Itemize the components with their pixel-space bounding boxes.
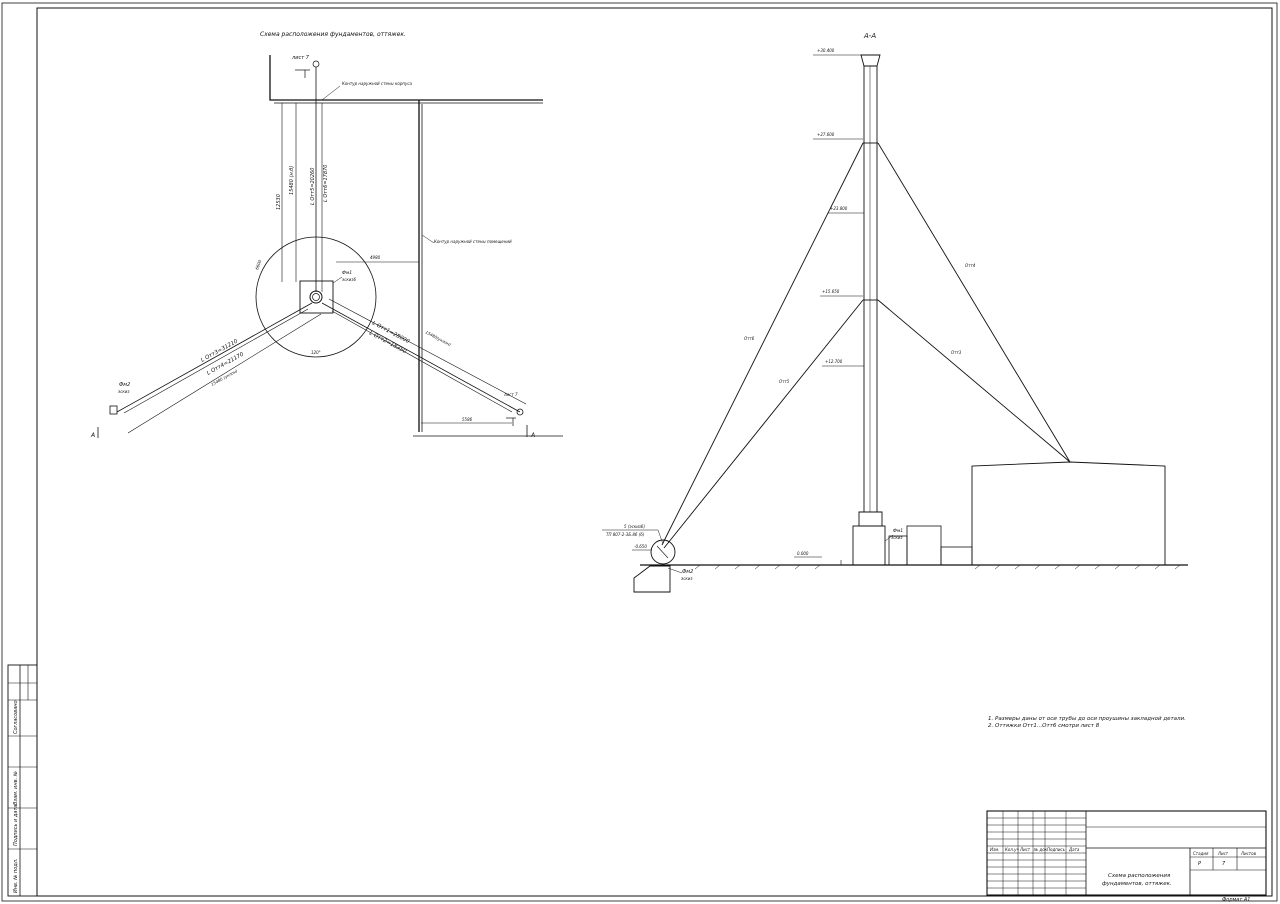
dim-vertical-1: 12530	[276, 194, 282, 210]
cable-label-left-mid: Отт5	[779, 379, 790, 384]
cable-6-length: L Отт6=17870	[323, 165, 329, 202]
format-label: Формат А1	[1222, 897, 1250, 903]
stage-header: Стадия	[1193, 851, 1209, 856]
main-building	[971, 461, 1166, 565]
dim-right-diag: 15480(уклон)	[425, 329, 453, 347]
side-stamp: Согласовано Взам. инв. № Подпись и дата …	[7, 664, 38, 897]
sheet-ref-right: лист 7	[503, 392, 518, 397]
annex-box-small	[888, 535, 908, 566]
fm1-section-label: Фм1	[893, 528, 903, 534]
guy-cable-top-left	[661, 142, 864, 546]
guy-cable-mid-right	[877, 299, 1071, 463]
anchor-detail-circle	[650, 539, 676, 565]
annex-connector	[940, 546, 973, 566]
anchor-block	[633, 565, 671, 593]
side-inv-zam: Взам. инв. №	[13, 771, 19, 805]
mark-ground: 0.000	[797, 551, 809, 556]
annex-box	[906, 525, 942, 566]
anchor-note-1: 5 (эскиз6)	[624, 524, 645, 529]
anchor-right	[516, 408, 524, 416]
anchor-left	[109, 405, 118, 415]
col-ndok: № док	[1033, 847, 1048, 852]
mark-27600: +27.600	[817, 132, 835, 137]
ground-hatch	[694, 564, 1181, 570]
elevation-marks: +30.400 +27.600 +23.800 +15.650 +12.700 …	[794, 48, 864, 558]
chimney-shaft	[863, 66, 878, 512]
section-view: А-А +30.400 +27.600	[602, 32, 1188, 593]
dim-radius: 6600	[254, 259, 262, 271]
sheet-header: Лист	[1217, 851, 1229, 856]
guy-cable-top-right	[877, 142, 1071, 463]
title-block: Изм. Кол.уч Лист № док Подпись Дата Стад…	[986, 810, 1267, 903]
col-izm: Изм.	[990, 847, 999, 852]
fm2-left-sub: эскиз	[118, 389, 130, 394]
plan-title: Схема расположения фундаментов, оттяжек.	[260, 31, 406, 38]
col-list: Лист	[1019, 847, 1031, 852]
chimney-base	[858, 511, 883, 527]
mark-23800: +23.800	[830, 206, 848, 211]
anchor-note-2: ТП 807-2-3Б.86 (6)	[606, 532, 645, 537]
cable-label-right-mid: Отт3	[951, 350, 962, 355]
chimney-plan	[309, 290, 323, 304]
dim-bottom: 5586	[462, 417, 473, 422]
cable-left-1	[116, 302, 313, 413]
col-sign: Подпись	[1047, 847, 1066, 852]
stage-value: Р	[1198, 861, 1201, 867]
chimney-top-cone	[860, 54, 881, 67]
mark-12700: +12.700	[825, 359, 843, 364]
sheets-header: Листов	[1240, 851, 1257, 856]
wall-right-label: Контур наружной стены помещений	[434, 239, 512, 244]
col-date: Дата	[1068, 847, 1080, 852]
cable-right-1	[321, 302, 521, 413]
dim-offset: 4980	[370, 255, 381, 260]
fm2-section-sub: эскиз	[681, 576, 693, 581]
wall-top-label: Контур наружной стены корпуса	[342, 81, 413, 86]
section-title: А-А	[863, 32, 876, 40]
side-inv-podl: Инв. № подл.	[13, 859, 19, 894]
top-wall	[269, 55, 543, 101]
mark-30400: +30.400	[817, 48, 835, 53]
fm1-section-sub: эскиз	[891, 535, 903, 540]
inner-frame	[36, 7, 1273, 897]
guy-cable-mid-left	[663, 299, 864, 549]
side-agreed: Согласовано	[13, 700, 19, 734]
dim-vertical-2: 15480 (н.б)	[289, 166, 295, 195]
plan-view: Схема расположения фундаментов, оттяжек.…	[90, 31, 563, 439]
fm2-section-label: Фм2	[682, 569, 693, 575]
sheet-ref: лист 7	[291, 55, 310, 61]
cable-label-left-top: Отт6	[744, 336, 755, 341]
sheet-value: 7	[1222, 861, 1226, 867]
chimney-foundation	[852, 525, 886, 566]
cable-5-length: L Отт5=20260	[310, 168, 316, 205]
col-kol: Кол.уч	[1005, 847, 1019, 852]
section-mark-right: А	[530, 432, 535, 439]
drawing-title-1: Схема расположения	[1108, 873, 1171, 879]
side-sign-date: Подпись и дата	[13, 805, 19, 846]
foundation-fm1	[299, 280, 334, 314]
foundation-label: Фм1	[342, 270, 352, 276]
fm2-left-label: Фм2	[119, 382, 130, 388]
section-mark-left: А	[90, 432, 95, 439]
mark-15650: +15.650	[822, 289, 840, 294]
drawing-title-2: фундаментов, оттяжек.	[1102, 881, 1172, 887]
reference-marker	[312, 60, 320, 68]
angle-label: 120°	[311, 350, 321, 355]
anchor-mark: -0.650	[634, 544, 647, 549]
note-2: 2. Оттяжки Отт1...Отт6 смотри лист 8	[988, 723, 1100, 729]
foundation-sub: эскиз6	[342, 277, 357, 282]
cable-label-right-top: Отт4	[965, 263, 976, 268]
note-1: 1. Размеры даны от оси трубы до оси проу…	[988, 716, 1186, 722]
radius-circle	[255, 236, 377, 358]
